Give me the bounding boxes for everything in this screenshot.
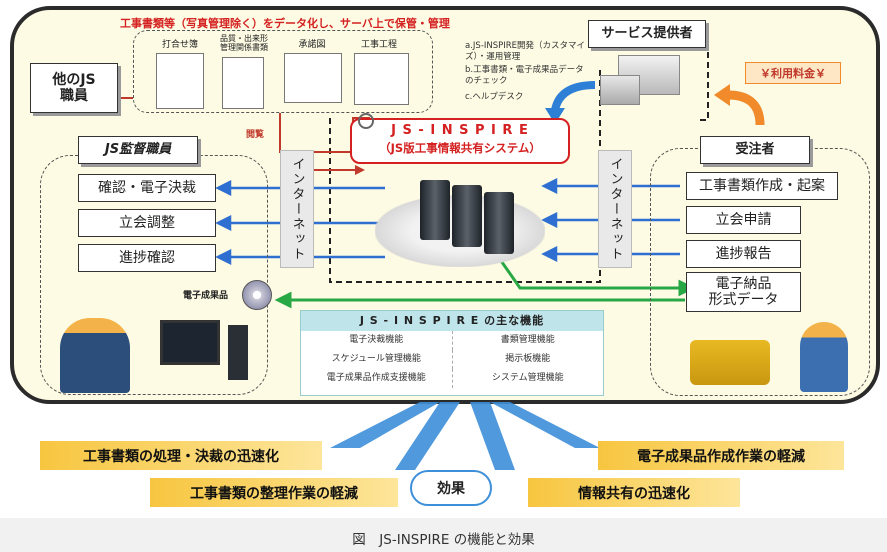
key-icon	[358, 113, 374, 129]
header-note: 工事書類等（写真管理除く）をデータ化し、サーバ上で保管・管理	[120, 17, 450, 30]
functions-table: J S - I N S P I R E の主な機能 電子決裁機能 書類管理機能 …	[300, 310, 604, 396]
left-item: 立会調整	[78, 209, 216, 237]
right-item: 立会申請	[686, 206, 801, 234]
building-icon	[600, 75, 640, 105]
fee-arrow	[727, 90, 765, 126]
caption-bar	[0, 518, 887, 552]
deliverable-label: 電子成果品	[183, 291, 229, 301]
provider-arrow	[551, 81, 596, 112]
worker-illustration-icon	[800, 322, 848, 392]
system-name-box: J S - I N S P I R E （JS版工事情報共有システム）	[350, 118, 570, 164]
service-notes: a.JS-INSPIRE開発（カスタマイズ）・運用管理 b.工事書類・電子成果品…	[465, 41, 590, 102]
service-note: c.ヘルプデスク	[465, 91, 524, 102]
right-item: 工事書類作成・起案	[686, 172, 838, 200]
excavator-icon	[690, 340, 770, 385]
doc-thumbnail	[156, 53, 204, 109]
left-item: 確認・電子決裁	[78, 174, 216, 202]
function-item: 電子成果品作成支援機能	[301, 369, 453, 388]
document-group: 打合せ簿 品質・出来形 管理関係書類 承諾図 工事工程	[133, 30, 433, 113]
function-item: 書類管理機能	[500, 335, 555, 345]
functions-row: 電子決裁機能 書類管理機能	[301, 331, 603, 350]
effect-item: 工事書類の整理作業の軽減	[150, 478, 398, 507]
doc-title: 工事工程	[360, 40, 397, 50]
internet-label-right: インターネット	[598, 150, 632, 268]
supervisor-illustration-icon	[60, 318, 130, 393]
doc-title: 品質・出来形 管理関係書類	[220, 34, 268, 52]
doc-title: 承諾図	[298, 40, 326, 50]
doc-thumbnail	[284, 53, 342, 103]
function-item: 電子決裁機能	[301, 331, 453, 350]
effect-item: 情報共有の迅速化	[528, 478, 740, 507]
server-icon	[452, 185, 482, 247]
provider-line	[700, 42, 709, 121]
function-item: スケジュール管理機能	[301, 350, 453, 369]
effect-center-cloud: 効果	[410, 470, 492, 506]
usage-fee-badge: ￥利用料金￥	[745, 62, 841, 84]
system-subtitle: （JS版工事情報共有システム）	[379, 141, 541, 155]
right-item: 進捗報告	[686, 240, 801, 268]
server-icon	[420, 180, 450, 240]
doc-thumbnail	[222, 57, 264, 109]
function-item: 掲示板機能	[505, 354, 551, 364]
js-supervisor-box: JS監督職員	[78, 136, 198, 164]
effect-arrows	[330, 402, 600, 470]
server-icon	[484, 192, 514, 254]
service-provider-box: サービス提供者	[588, 20, 706, 48]
computer-tower-icon	[228, 325, 248, 380]
internet-label-left: インターネット	[280, 150, 314, 268]
functions-row: スケジュール管理機能 掲示板機能	[301, 350, 603, 369]
figure-caption: 図 JS-INSPIRE の機能と効果	[352, 532, 535, 548]
function-item: システム管理機能	[491, 373, 564, 383]
system-name: J S - I N S P I R E	[391, 123, 529, 138]
cd-icon	[242, 280, 272, 310]
view-label: 閲覧	[246, 130, 265, 140]
functions-title: J S - I N S P I R E の主な機能	[301, 311, 603, 331]
effect-item: 工事書類の処理・決裁の迅速化	[40, 441, 322, 470]
functions-row: 電子成果品作成支援機能 システム管理機能	[301, 369, 603, 388]
other-js-staff-box: 他のJS 職員	[30, 63, 118, 113]
right-item: 電子納品 形式データ	[686, 272, 801, 312]
effect-item: 電子成果品作成作業の軽減	[598, 441, 844, 470]
doc-title: 打合せ簿	[161, 40, 198, 50]
service-note: a.JS-INSPIRE開発（カスタマイズ）・運用管理	[465, 41, 586, 62]
monitor-icon	[160, 320, 220, 365]
left-item: 進捗確認	[78, 244, 216, 272]
doc-thumbnail	[354, 53, 409, 105]
service-note: b.工事書類・電子成果品データのチェック	[465, 65, 584, 86]
contractor-box: 受注者	[700, 136, 810, 164]
